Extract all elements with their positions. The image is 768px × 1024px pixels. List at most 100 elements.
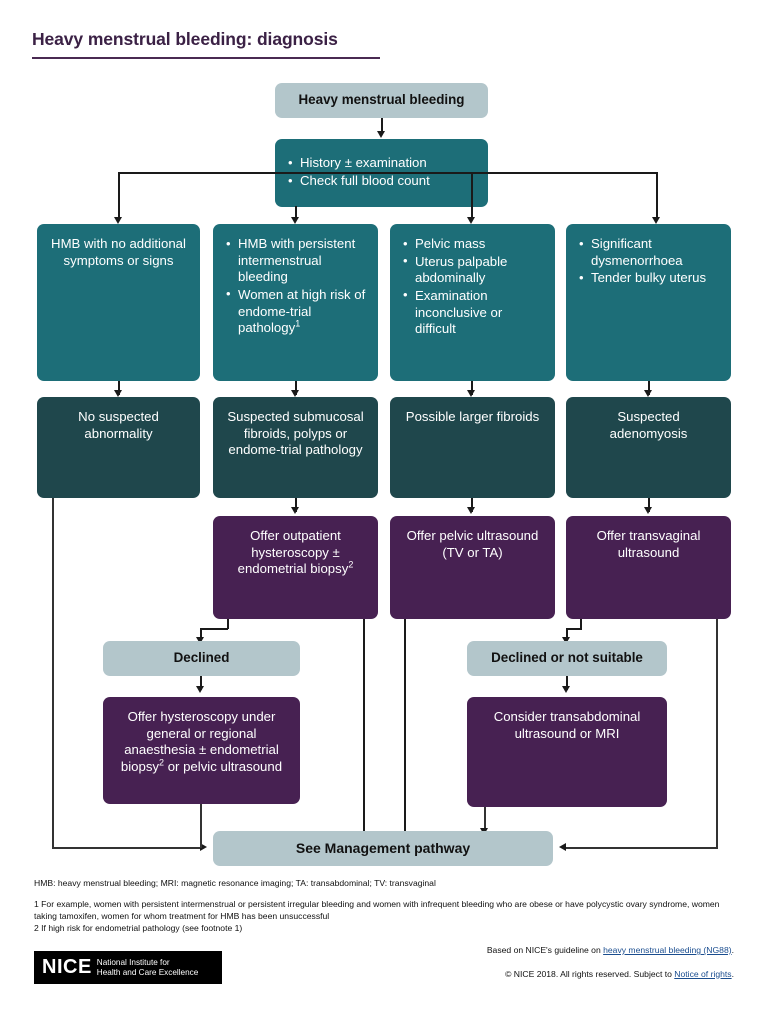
node-branch-3-item-3: Examination inconclusive or difficult — [401, 287, 544, 338]
connector-bus-drop-4 — [656, 172, 658, 220]
connector-outcome1-end-horizontal — [52, 847, 202, 849]
connector-action1-declined-stub — [227, 619, 229, 629]
node-branch-2-list: HMB with persistent intermenstrual bleed… — [224, 236, 367, 338]
arrowhead-action-2 — [467, 507, 475, 514]
node-action-5-label: Consider transabdominal ultrasound or MR… — [493, 709, 641, 741]
arrowhead-outcome-3 — [467, 390, 475, 397]
footnote-marker-1: 1 — [295, 318, 301, 329]
node-outcome-1[interactable]: No suspected abnormality — [37, 397, 200, 498]
node-start[interactable]: Heavy menstrual bleeding — [275, 83, 488, 118]
credit-block: Based on NICE's guideline on heavy menst… — [487, 946, 734, 978]
node-outcome-4[interactable]: Suspected adenomyosis — [566, 397, 731, 498]
arrowhead-outcome-2 — [291, 390, 299, 397]
connector-action3-declined-drop — [566, 628, 568, 640]
title-divider — [32, 57, 380, 59]
connector-outcome4-action3 — [648, 498, 650, 512]
connector-branch2-outcome2 — [295, 381, 297, 395]
nice-logo: NICE National Institute for Health and C… — [34, 951, 222, 984]
node-action-4-text-pre: Offer hysteroscopy under general or regi… — [120, 709, 279, 774]
node-action-3[interactable]: Offer transvaginal ultrasound — [566, 516, 731, 619]
node-branch-3-item-2: Uterus palpable abdominally — [401, 253, 544, 287]
arrowhead-action-1 — [291, 507, 299, 514]
arrowhead-action-4 — [196, 686, 204, 693]
footnote-marker-2a: 2 — [348, 559, 354, 570]
notice-of-rights-link[interactable]: Notice of rights — [674, 968, 732, 979]
arrowhead-branch-2 — [291, 217, 299, 224]
node-outcome-3-label: Possible larger fibroids — [405, 409, 540, 424]
nice-logo-subtitle: National Institute for Health and Care E… — [97, 958, 199, 977]
arrowhead-end-from-right — [559, 843, 566, 851]
connector-bus-drop-1 — [118, 172, 120, 220]
node-end-label: See Management pathway — [295, 839, 471, 856]
arrowhead-outcome-1 — [114, 390, 122, 397]
node-end[interactable]: See Management pathway — [213, 831, 553, 866]
node-outcome-2[interactable]: Suspected submucosal fibroids, polyps or… — [213, 397, 378, 498]
node-action-4[interactable]: Offer hysteroscopy under general or regi… — [103, 697, 300, 804]
credit-guideline-line: Based on NICE's guideline on heavy menst… — [487, 946, 734, 955]
credit-prefix: Based on NICE's guideline on — [486, 945, 604, 955]
footnotes: 1 For example, women with persistent int… — [34, 898, 734, 935]
arrowhead-action-3 — [644, 507, 652, 514]
node-action-3-label: Offer transvaginal ultrasound — [596, 528, 701, 560]
nice-logo-line-1: National Institute for — [96, 957, 170, 967]
connector-declined-left-action4 — [200, 676, 202, 690]
node-branch-3-list: Pelvic mass Uterus palpable abdominally … — [401, 236, 544, 339]
connector-branch-bus-left — [118, 172, 382, 174]
connector-action3-end-horizontal — [566, 847, 718, 849]
connector-branch4-outcome4 — [648, 381, 650, 395]
connector-outcome3-action2 — [471, 498, 473, 512]
footnote-marker-2b: 2 — [159, 757, 165, 768]
connector-action2-end — [404, 619, 406, 840]
node-branch-3[interactable]: Pelvic mass Uterus palpable abdominally … — [390, 224, 555, 381]
connector-outcome2-action1 — [295, 498, 297, 512]
node-action-1-label: Offer outpatient hysteroscopy ± endometr… — [224, 528, 367, 578]
node-declined-left[interactable]: Declined — [103, 641, 300, 676]
node-outcome-4-label: Suspected adenomyosis — [609, 409, 688, 441]
connector-branch3-outcome3 — [471, 381, 473, 395]
node-outcome-2-label: Suspected submucosal fibroids, polyps or… — [227, 409, 364, 458]
node-action-5[interactable]: Consider transabdominal ultrasound or MR… — [467, 697, 667, 807]
connector-action1-declined-elbow — [200, 628, 228, 630]
connector-outcome1-end-vertical — [52, 498, 54, 848]
connector-start-assessment — [381, 118, 383, 134]
node-assessment-item-2: Check full blood count — [286, 173, 477, 190]
connector-declined-right-action5 — [566, 676, 568, 690]
node-action-2[interactable]: Offer pelvic ultrasound (TV or TA) — [390, 516, 555, 619]
node-branch-2-item-2-text: Women at high risk of endome-trial patho… — [238, 286, 366, 336]
copyright-prefix: © NICE 2018. All rights reserved. Subjec… — [505, 968, 675, 979]
node-assessment-list: History ± examination Check full blood c… — [286, 155, 477, 190]
node-declined-right-label: Declined or not suitable — [491, 650, 643, 666]
node-branch-2-item-2: Women at high risk of endome-trial patho… — [224, 286, 367, 337]
connector-bus-drop-2 — [295, 206, 297, 220]
connector-action5-end — [484, 807, 486, 833]
arrowhead-branch-3 — [467, 217, 475, 224]
footnote-1: 1 For example, women with persistent int… — [34, 899, 720, 922]
node-branch-4-list: Significant dysmenorrhoea Tender bulky u… — [577, 235, 720, 288]
credit-copyright-line: © NICE 2018. All rights reserved. Subjec… — [487, 968, 734, 979]
node-branch-4-item-2: Tender bulky uterus — [577, 270, 720, 287]
arrowhead-declined-left — [196, 637, 204, 644]
node-declined-left-label: Declined — [173, 650, 230, 666]
guideline-link[interactable]: heavy menstrual bleeding (NG88) — [603, 945, 732, 955]
node-action-2-label: Offer pelvic ultrasound (TV or TA) — [406, 528, 539, 560]
nice-logo-line-2: Health and Care Excellence — [96, 967, 199, 977]
node-branch-2[interactable]: HMB with persistent intermenstrual bleed… — [213, 224, 378, 381]
node-branch-4-item-1: Significant dysmenorrhoea — [577, 235, 720, 269]
node-action-1[interactable]: Offer outpatient hysteroscopy ± endometr… — [213, 516, 378, 619]
node-outcome-3[interactable]: Possible larger fibroids — [390, 397, 555, 498]
node-branch-4[interactable]: Significant dysmenorrhoea Tender bulky u… — [566, 224, 731, 381]
copyright-suffix: . — [731, 968, 734, 979]
node-action-1-text: Offer outpatient hysteroscopy ± endometr… — [237, 528, 349, 577]
nice-logo-mark: NICE — [42, 956, 92, 978]
node-branch-3-item-1: Pelvic mass — [401, 236, 544, 253]
node-declined-right[interactable]: Declined or not suitable — [467, 641, 667, 676]
arrowhead-start-assessment — [377, 131, 385, 138]
node-branch-1-label: HMB with no additional symptoms or signs — [51, 236, 186, 268]
arrowhead-outcome-4 — [644, 390, 652, 397]
node-branch-1[interactable]: HMB with no additional symptoms or signs — [37, 224, 200, 381]
connector-action4-end — [200, 804, 202, 848]
abbreviations-note: HMB: heavy menstrual bleeding; MRI: magn… — [34, 878, 436, 888]
arrowhead-end-from-left — [200, 843, 207, 851]
connector-action1-declined-drop — [200, 628, 202, 640]
